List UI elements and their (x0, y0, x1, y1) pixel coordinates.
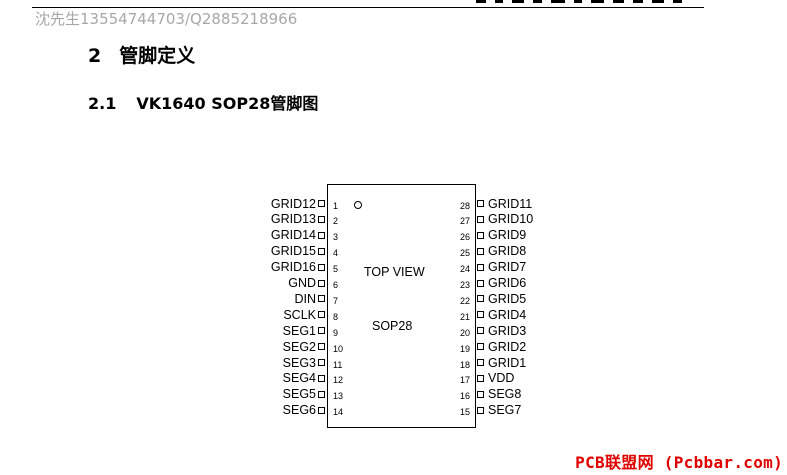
pin-left-terminal (318, 263, 325, 271)
pin-left-number: 14 (333, 407, 344, 418)
pin-right-number: 24 (459, 264, 470, 275)
pin-right-terminal (477, 359, 484, 366)
pin-left-name: GRID15 (270, 244, 316, 259)
pin-left-name: GRID16 (270, 260, 316, 275)
pin-right-number: 16 (459, 391, 470, 402)
pin-left-terminal (318, 231, 325, 239)
pin-right-number: 28 (459, 200, 470, 211)
pin-right-name: GRID6 (488, 276, 527, 290)
subsection-title: VK1640 SOP28管脚图 (136, 94, 319, 113)
pin-right-number: 27 (459, 216, 470, 227)
pin-right-name: GRID3 (488, 323, 527, 338)
pin-right-terminal (477, 247, 484, 255)
pin-right-terminal (477, 327, 484, 335)
pin-right-name: GRID1 (488, 355, 527, 370)
pin-left-terminal (318, 200, 325, 207)
pin-right-name: VDD (488, 371, 515, 386)
watermark: PCB联盟网 (Pcbbar.com) (575, 453, 783, 472)
pin-left-name: SEG4 (282, 371, 316, 386)
pin-left-number: 7 (333, 295, 339, 306)
pin-left-number: 5 (333, 264, 339, 275)
pin-left-name: SEG1 (282, 323, 316, 338)
contact-info: 沈先生13554744703/Q2885218966 (35, 10, 298, 28)
pin-left-name: GRID14 (270, 228, 316, 243)
pin-right-name: GRID4 (488, 307, 527, 322)
pin-right-number: 20 (459, 327, 470, 338)
pin-left-name: GRID12 (270, 196, 316, 211)
chip-package-label: SOP28 (372, 319, 413, 333)
pin-right-terminal (477, 215, 484, 223)
pin-right-name: GRID9 (488, 228, 527, 243)
pin-right-terminal (477, 200, 484, 207)
pin-right-terminal (477, 390, 484, 398)
pin-right-name: GRID10 (488, 212, 534, 227)
pin-right-name: GRID5 (488, 291, 527, 306)
pin-left-name: DIN (294, 291, 316, 306)
pin-right-name: GRID11 (488, 196, 533, 211)
header-cropped-text (476, 0, 704, 4)
pin-left-name: SEG2 (282, 339, 316, 354)
pin-right-number: 22 (459, 295, 470, 306)
pin-right-name: SEG8 (488, 387, 522, 402)
pin-left-terminal (318, 279, 325, 287)
pin-right-name: GRID2 (488, 339, 527, 354)
pin-right-terminal (477, 343, 484, 351)
pin-left-terminal (318, 406, 325, 414)
pin1-orientation-dot (354, 201, 362, 209)
pin-right-terminal (477, 374, 484, 382)
pin-left-number: 12 (333, 375, 344, 386)
subsection-heading: 2.1 VK1640 SOP28管脚图 (88, 90, 318, 114)
pin-left-number: 8 (333, 311, 339, 322)
section-title: 管脚定义 (119, 45, 196, 67)
pin-right-terminal (477, 295, 484, 303)
pin-left-number: 13 (333, 391, 344, 402)
section-heading: 2 管脚定义 (88, 41, 195, 68)
chip-outline (327, 184, 476, 428)
pin-left-terminal (318, 343, 325, 351)
pin-left-terminal (318, 295, 325, 303)
header-rule (32, 7, 704, 8)
pin-right-number: 26 (459, 232, 470, 243)
section-number: 2 (88, 45, 102, 67)
pin-left-number: 9 (333, 327, 339, 338)
pin-right-terminal (477, 231, 484, 239)
pin-right-terminal (477, 263, 484, 271)
pin-left-number: 1 (333, 200, 339, 211)
pin-right-number: 21 (459, 311, 470, 322)
pin-right-name: GRID7 (488, 260, 527, 275)
pin-left-number: 11 (333, 359, 343, 370)
pin-left-name: SEG6 (282, 403, 316, 418)
pin-right-terminal (477, 311, 484, 319)
pin-right-terminal (477, 279, 484, 287)
pin-right-name: SEG7 (488, 403, 522, 418)
pin-left-name: SEG5 (282, 387, 316, 402)
pin-left-terminal (318, 247, 325, 255)
pin-left-terminal (318, 390, 325, 398)
pin-right-terminal (477, 406, 484, 414)
pin-left-number: 2 (333, 216, 339, 227)
pin-right-name: GRID8 (488, 244, 527, 259)
pin-left-number: 3 (333, 232, 339, 243)
pin-left-name: SEG3 (282, 355, 316, 370)
pin-right-number: 23 (459, 280, 470, 290)
pin-left-terminal (318, 374, 325, 382)
pin-left-terminal (318, 327, 325, 335)
pin-right-number: 19 (459, 343, 470, 354)
pin-left-name: GRID13 (270, 212, 316, 227)
pin-left-terminal (318, 359, 325, 366)
pin-right-number: 18 (459, 359, 470, 370)
subsection-number: 2.1 (88, 94, 117, 113)
pin-left-terminal (318, 215, 325, 223)
pin-left-terminal (318, 311, 325, 319)
pin-left-name: SCLK (283, 307, 316, 322)
pin-left-number: 6 (333, 280, 339, 290)
pin-left-name: GND (288, 276, 316, 290)
pin-left-number: 4 (333, 248, 339, 259)
pin-right-number: 17 (459, 375, 470, 386)
pin-right-number: 15 (459, 407, 470, 418)
pin-right-number: 25 (459, 248, 470, 259)
chip-top-view-label: TOP VIEW (364, 265, 425, 279)
pin-left-number: 10 (333, 343, 344, 354)
